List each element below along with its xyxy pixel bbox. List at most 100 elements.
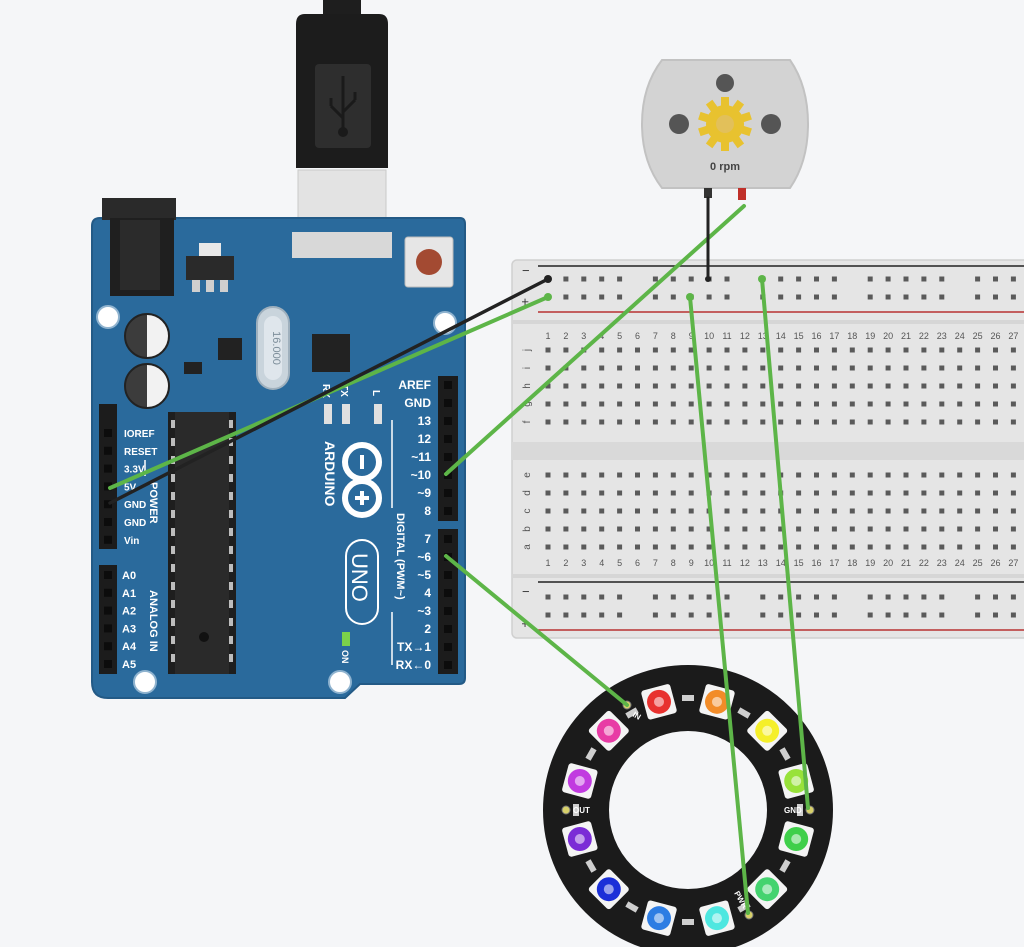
breadboard-hole[interactable] xyxy=(885,276,891,282)
breadboard-hole[interactable] xyxy=(545,508,551,514)
breadboard-hole[interactable] xyxy=(921,294,927,300)
breadboard-hole[interactable] xyxy=(921,383,927,389)
breadboard-hole[interactable] xyxy=(545,544,551,550)
breadboard-hole[interactable] xyxy=(670,365,676,371)
dc-motor[interactable]: 0 rpm xyxy=(640,59,810,200)
breadboard-hole[interactable] xyxy=(831,526,837,532)
breadboard-hole[interactable] xyxy=(849,544,855,550)
breadboard-hole[interactable] xyxy=(796,544,802,550)
header-pin[interactable] xyxy=(444,381,452,389)
breadboard-hole[interactable] xyxy=(617,472,623,478)
breadboard-hole[interactable] xyxy=(903,365,909,371)
breadboard-hole[interactable] xyxy=(993,365,998,371)
breadboard-hole[interactable] xyxy=(599,612,605,618)
wire-rail-to-ring-pwr[interactable] xyxy=(688,295,750,915)
header-pin[interactable] xyxy=(444,607,452,615)
breadboard-hole[interactable] xyxy=(993,508,998,514)
header-pin[interactable] xyxy=(104,518,112,526)
breadboard-hole[interactable] xyxy=(670,526,676,532)
wire-pin10-to-motor[interactable] xyxy=(444,204,746,476)
breadboard-hole[interactable] xyxy=(706,419,712,425)
breadboard-hole[interactable] xyxy=(760,508,766,514)
breadboard-hole[interactable] xyxy=(688,347,694,353)
breadboard-hole[interactable] xyxy=(921,472,927,478)
header-pin[interactable] xyxy=(104,606,112,615)
breadboard-hole[interactable] xyxy=(814,276,819,282)
arduino-uno-board[interactable]: 16.000 RX TX L ARDUINO xyxy=(91,198,466,699)
header-pin[interactable] xyxy=(104,571,112,579)
breadboard-hole[interactable] xyxy=(724,594,730,600)
breadboard-hole[interactable] xyxy=(760,419,766,425)
breadboard-hole[interactable] xyxy=(849,383,855,389)
breadboard-hole[interactable] xyxy=(975,347,981,353)
breadboard-hole[interactable] xyxy=(670,276,676,282)
breadboard-hole[interactable] xyxy=(652,472,658,478)
breadboard-hole[interactable] xyxy=(814,594,819,600)
breadboard-hole[interactable] xyxy=(849,365,855,371)
breadboard-hole[interactable] xyxy=(831,472,837,478)
breadboard-hole[interactable] xyxy=(849,347,855,353)
breadboard-hole[interactable] xyxy=(993,594,998,600)
breadboard-hole[interactable] xyxy=(706,544,712,550)
breadboard-hole[interactable] xyxy=(742,526,748,532)
breadboard-hole[interactable] xyxy=(742,544,748,550)
breadboard-hole[interactable] xyxy=(903,472,909,478)
breadboard-hole[interactable] xyxy=(814,526,819,532)
breadboard-hole[interactable] xyxy=(760,612,766,618)
breadboard-hole[interactable] xyxy=(652,276,658,282)
breadboard-hole[interactable] xyxy=(778,544,784,550)
breadboard-hole[interactable] xyxy=(814,508,819,514)
breadboard-hole[interactable] xyxy=(1010,490,1016,496)
breadboard-hole[interactable] xyxy=(993,419,998,425)
breadboard-hole[interactable] xyxy=(724,544,730,550)
breadboard-hole[interactable] xyxy=(867,276,873,282)
breadboard-hole[interactable] xyxy=(814,401,819,407)
breadboard-hole[interactable] xyxy=(617,365,623,371)
breadboard-hole[interactable] xyxy=(1010,347,1016,353)
neopixel-led[interactable] xyxy=(561,804,598,857)
header-pin[interactable] xyxy=(444,435,452,443)
breadboard-hole[interactable] xyxy=(599,365,605,371)
breadboard-hole[interactable] xyxy=(921,490,927,496)
breadboard-hole[interactable] xyxy=(724,294,730,300)
breadboard-hole[interactable] xyxy=(814,612,819,618)
breadboard-hole[interactable] xyxy=(939,472,945,478)
breadboard-hole[interactable] xyxy=(724,419,730,425)
breadboard-hole[interactable] xyxy=(599,383,605,389)
breadboard-hole[interactable] xyxy=(993,526,998,532)
breadboard-hole[interactable] xyxy=(635,347,640,353)
breadboard-hole[interactable] xyxy=(652,544,658,550)
breadboard-hole[interactable] xyxy=(957,383,963,389)
breadboard-hole[interactable] xyxy=(814,347,819,353)
breadboard-hole[interactable] xyxy=(903,490,909,496)
breadboard-hole[interactable] xyxy=(688,383,694,389)
breadboard-hole[interactable] xyxy=(724,472,730,478)
breadboard-hole[interactable] xyxy=(670,594,676,600)
breadboard-hole[interactable] xyxy=(867,401,873,407)
breadboard-hole[interactable] xyxy=(581,365,587,371)
breadboard-hole[interactable] xyxy=(885,419,891,425)
breadboard-hole[interactable] xyxy=(831,612,837,618)
breadboard-hole[interactable] xyxy=(796,383,802,389)
breadboard-hole[interactable] xyxy=(975,401,981,407)
header-pin[interactable] xyxy=(444,417,452,425)
header-pin[interactable] xyxy=(444,535,452,543)
header-pin[interactable] xyxy=(104,588,112,597)
breadboard-hole[interactable] xyxy=(599,294,605,300)
breadboard-hole[interactable] xyxy=(957,472,963,478)
breadboard-hole[interactable] xyxy=(921,401,927,407)
breadboard-hole[interactable] xyxy=(706,472,712,478)
breadboard-hole[interactable] xyxy=(885,472,891,478)
breadboard-hole[interactable] xyxy=(885,401,891,407)
breadboard-hole[interactable] xyxy=(957,365,963,371)
header-pin[interactable] xyxy=(104,624,112,633)
breadboard-hole[interactable] xyxy=(993,347,998,353)
breadboard-hole[interactable] xyxy=(778,276,784,282)
breadboard-hole[interactable] xyxy=(1010,365,1016,371)
breadboard-hole[interactable] xyxy=(885,508,891,514)
breadboard-hole[interactable] xyxy=(635,401,640,407)
breadboard-hole[interactable] xyxy=(831,347,837,353)
breadboard-hole[interactable] xyxy=(921,365,927,371)
breadboard-hole[interactable] xyxy=(796,347,802,353)
breadboard-hole[interactable] xyxy=(706,526,712,532)
